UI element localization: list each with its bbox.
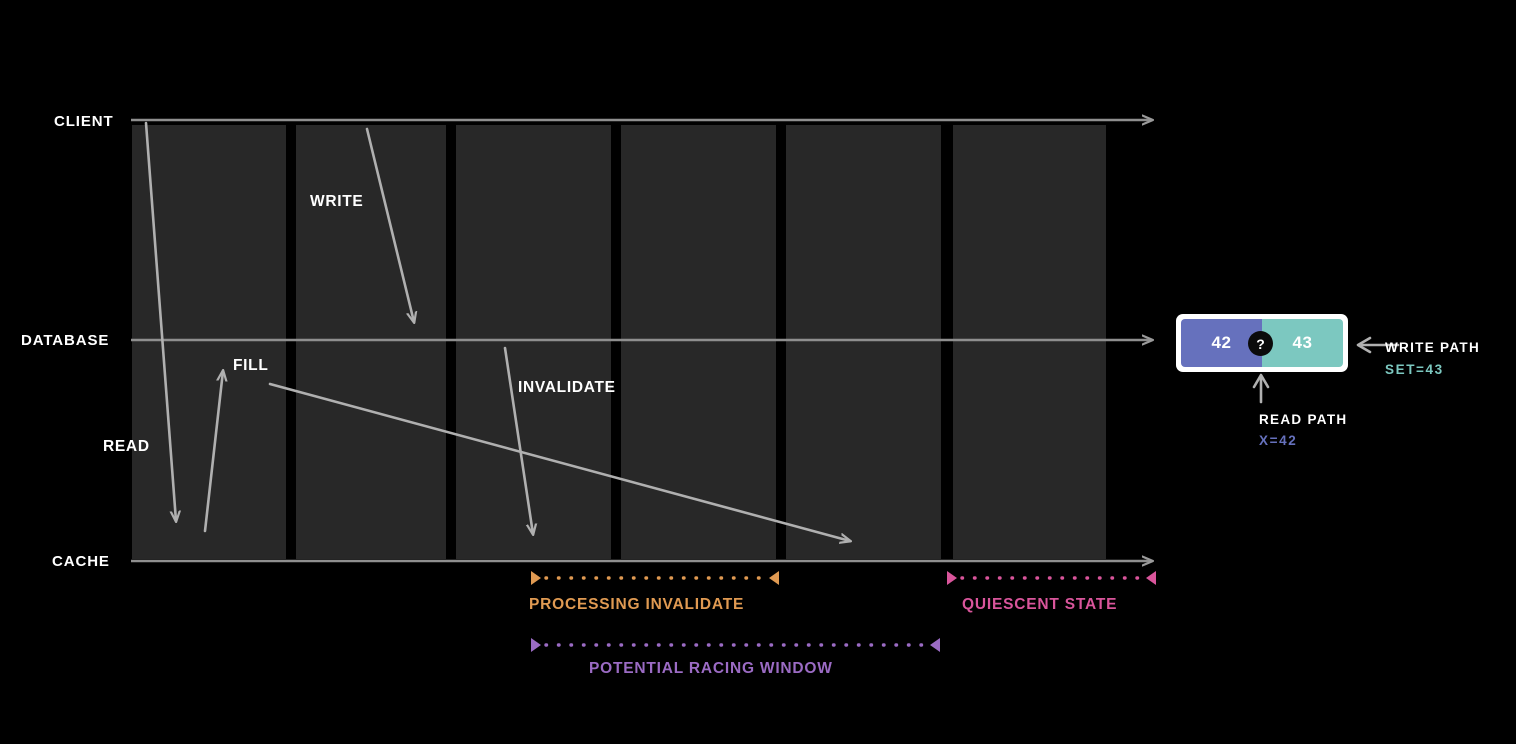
- arrow-invalidate: [503, 346, 533, 534]
- arrow-fill: [203, 371, 223, 533]
- activity-bands: [132, 125, 1106, 559]
- message-arrows: [144, 121, 850, 541]
- write-path-arrow: [1356, 336, 1400, 354]
- range-marker-processing-invalidate: [531, 571, 779, 585]
- read-path-value: X=42: [1259, 433, 1298, 448]
- message-label-write: WRITE: [310, 193, 364, 210]
- write-path-title: WRITE PATH: [1385, 340, 1480, 355]
- range-label-quiescent-state: QUIESCENT STATE: [962, 596, 1118, 613]
- read-path-title: READ PATH: [1259, 412, 1348, 427]
- lane-label-cache: CACHE: [52, 553, 110, 570]
- arrow-read: [144, 121, 176, 521]
- range-marker-quiescent-state: [947, 571, 1156, 585]
- message-label-invalidate: INVALIDATE: [518, 379, 616, 396]
- range-marker-potential-racing-window: [531, 638, 940, 652]
- lane-label-client: CLIENT: [54, 113, 114, 130]
- lane-label-database: DATABASE: [21, 332, 110, 349]
- arrow-write: [365, 127, 414, 322]
- range-label-potential-racing-window: POTENTIAL RACING WINDOW: [589, 660, 833, 677]
- range-label-processing-invalidate: PROCESSING INVALIDATE: [529, 596, 745, 613]
- lane-axes: [131, 120, 1152, 561]
- arrow-fill-late: [268, 382, 850, 541]
- unknown-value-badge: ?: [1248, 331, 1273, 356]
- read-path-arrow: [1252, 373, 1270, 404]
- message-label-read: READ: [103, 438, 150, 455]
- write-path-value: SET=43: [1385, 362, 1444, 377]
- message-label-fill: FILL: [233, 357, 269, 374]
- value-cell-new: 43: [1262, 319, 1343, 367]
